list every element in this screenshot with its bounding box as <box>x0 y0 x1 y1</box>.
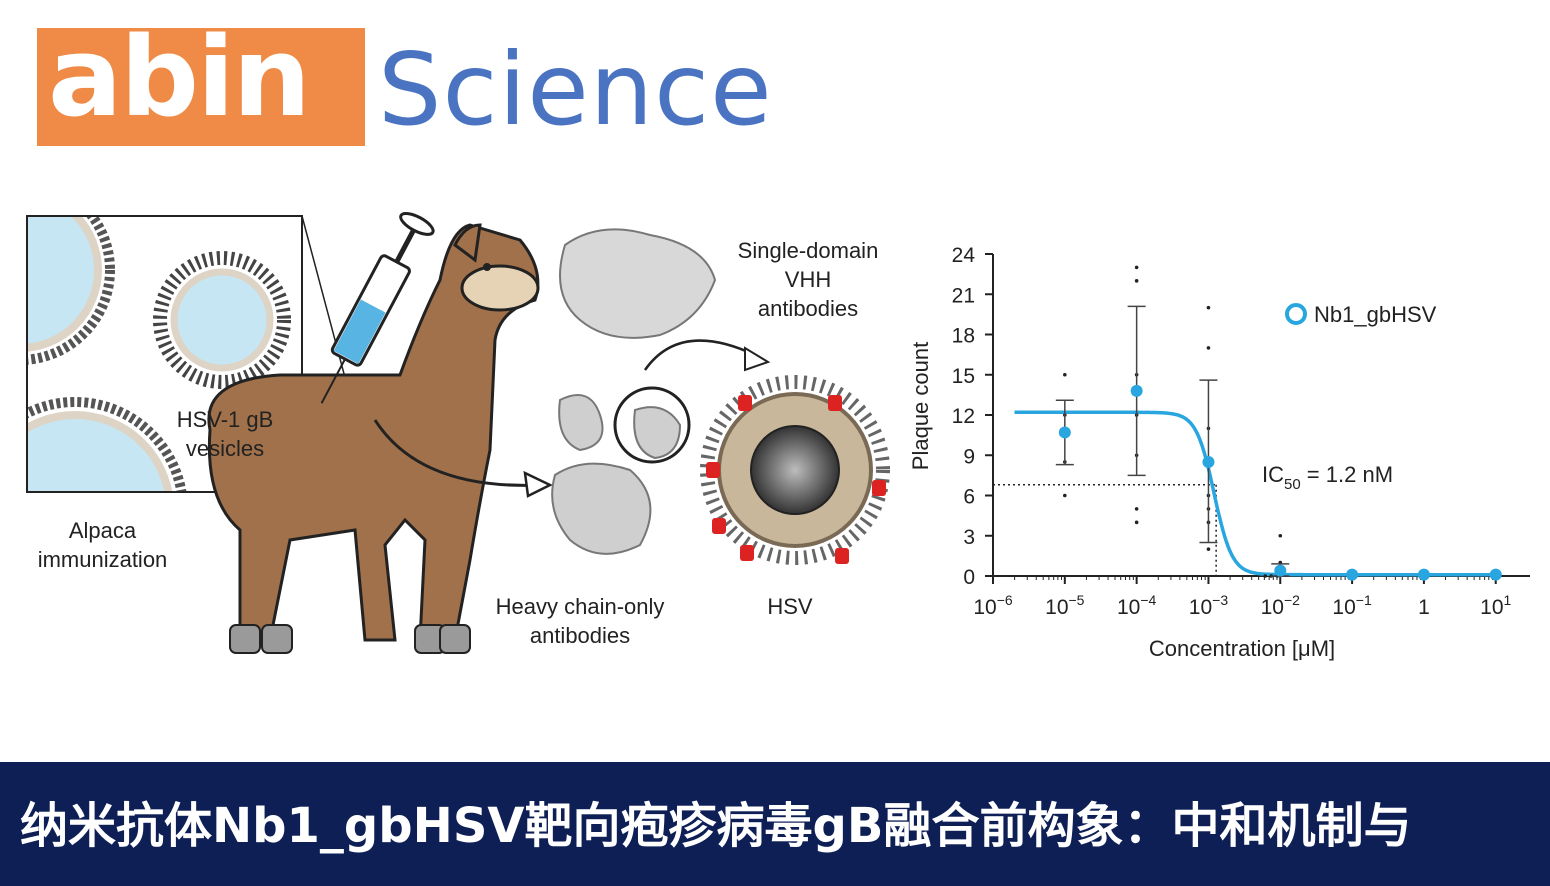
abin-logo-box <box>37 28 365 146</box>
replicate-point <box>1263 574 1268 578</box>
replicate-point <box>1134 507 1139 511</box>
replicate-point <box>1134 279 1139 283</box>
y-tick-label: 12 <box>952 405 975 428</box>
x-tick-label: 101 <box>1480 592 1511 619</box>
x-tick-label: 10−5 <box>1045 592 1085 619</box>
x-tick-label: 10−6 <box>973 592 1013 619</box>
vesicles-inset <box>27 216 302 492</box>
alpaca-label: Alpaca immunization <box>37 518 168 572</box>
replicate-point <box>1063 372 1067 377</box>
vhh-structure <box>559 228 717 339</box>
chart-axes: 0 3 6 9 12 15 18 21 24 10−6 10−5 10−4 10−3 10−2 10−1 1 1… <box>952 244 1530 619</box>
mean-point <box>1417 568 1430 581</box>
heavy-chain-antibody <box>551 386 691 555</box>
alpaca-immunization-illustration <box>26 211 890 654</box>
abin-logo-text: abin <box>48 13 311 141</box>
mean-point <box>1130 384 1143 397</box>
heavy-chain-label: Heavy chain-only antibodies <box>495 594 665 648</box>
mean-point <box>1058 426 1071 439</box>
y-tick-label: 21 <box>952 284 975 307</box>
banner-title: 纳米抗体Nb1_gbHSV靶向疱疹病毒gB融合前构象：中和机制与 <box>20 798 1412 854</box>
fit-curve <box>1014 410 1496 577</box>
inset-label: HSV-1 gB vesicles <box>176 407 274 461</box>
hsv-virion <box>700 375 890 565</box>
y-tick-label: 18 <box>952 325 975 348</box>
legend-label: Nb1_gbHSV <box>1314 302 1437 327</box>
replicate-point <box>1206 305 1211 310</box>
alpaca-figure <box>207 223 540 654</box>
replicate-point <box>1278 533 1283 538</box>
y-axis-label: Plaque count <box>908 342 933 470</box>
y-tick-label: 3 <box>963 526 975 549</box>
chart-marks <box>993 265 1502 581</box>
x-tick-label: 10−2 <box>1261 592 1301 619</box>
vhh-label: Single-domain VHH antibodies <box>737 238 879 321</box>
y-tick-label: 15 <box>952 365 975 388</box>
replicate-point <box>1134 265 1139 270</box>
mean-point <box>1274 564 1287 577</box>
mean-point <box>1202 455 1215 468</box>
x-tick-label: 10−3 <box>1189 592 1229 619</box>
y-tick-label: 6 <box>963 486 975 509</box>
replicate-point <box>1206 346 1211 350</box>
replicate-point <box>1063 493 1067 498</box>
syringe-icon <box>320 211 435 404</box>
title-banner <box>0 762 1550 886</box>
y-tick-label: 0 <box>963 566 975 589</box>
x-tick-label: 10−1 <box>1332 592 1372 619</box>
mean-point <box>1489 568 1502 581</box>
y-tick-label: 24 <box>952 244 976 267</box>
legend-marker <box>1285 303 1307 325</box>
hsv-label: HSV <box>767 594 813 619</box>
x-tick-label: 10−4 <box>1117 592 1157 619</box>
science-logo-text: Science <box>378 31 773 148</box>
x-tick-label: 1 <box>1418 596 1430 619</box>
mean-point <box>1346 568 1359 581</box>
plaque-chart: 0 3 6 9 12 15 18 21 24 10−6 10−5 10−4 10−3 10−2 10−1 1 1… <box>908 244 1530 661</box>
y-tick-label: 9 <box>963 445 975 468</box>
replicate-point <box>1206 547 1211 551</box>
x-axis-label: Concentration [μM] <box>1149 636 1335 661</box>
legend: Nb1_gbHSV <box>1285 302 1437 327</box>
replicate-point <box>1134 520 1139 525</box>
ic50-annotation: IC50 = 1.2 nM <box>1262 462 1393 493</box>
